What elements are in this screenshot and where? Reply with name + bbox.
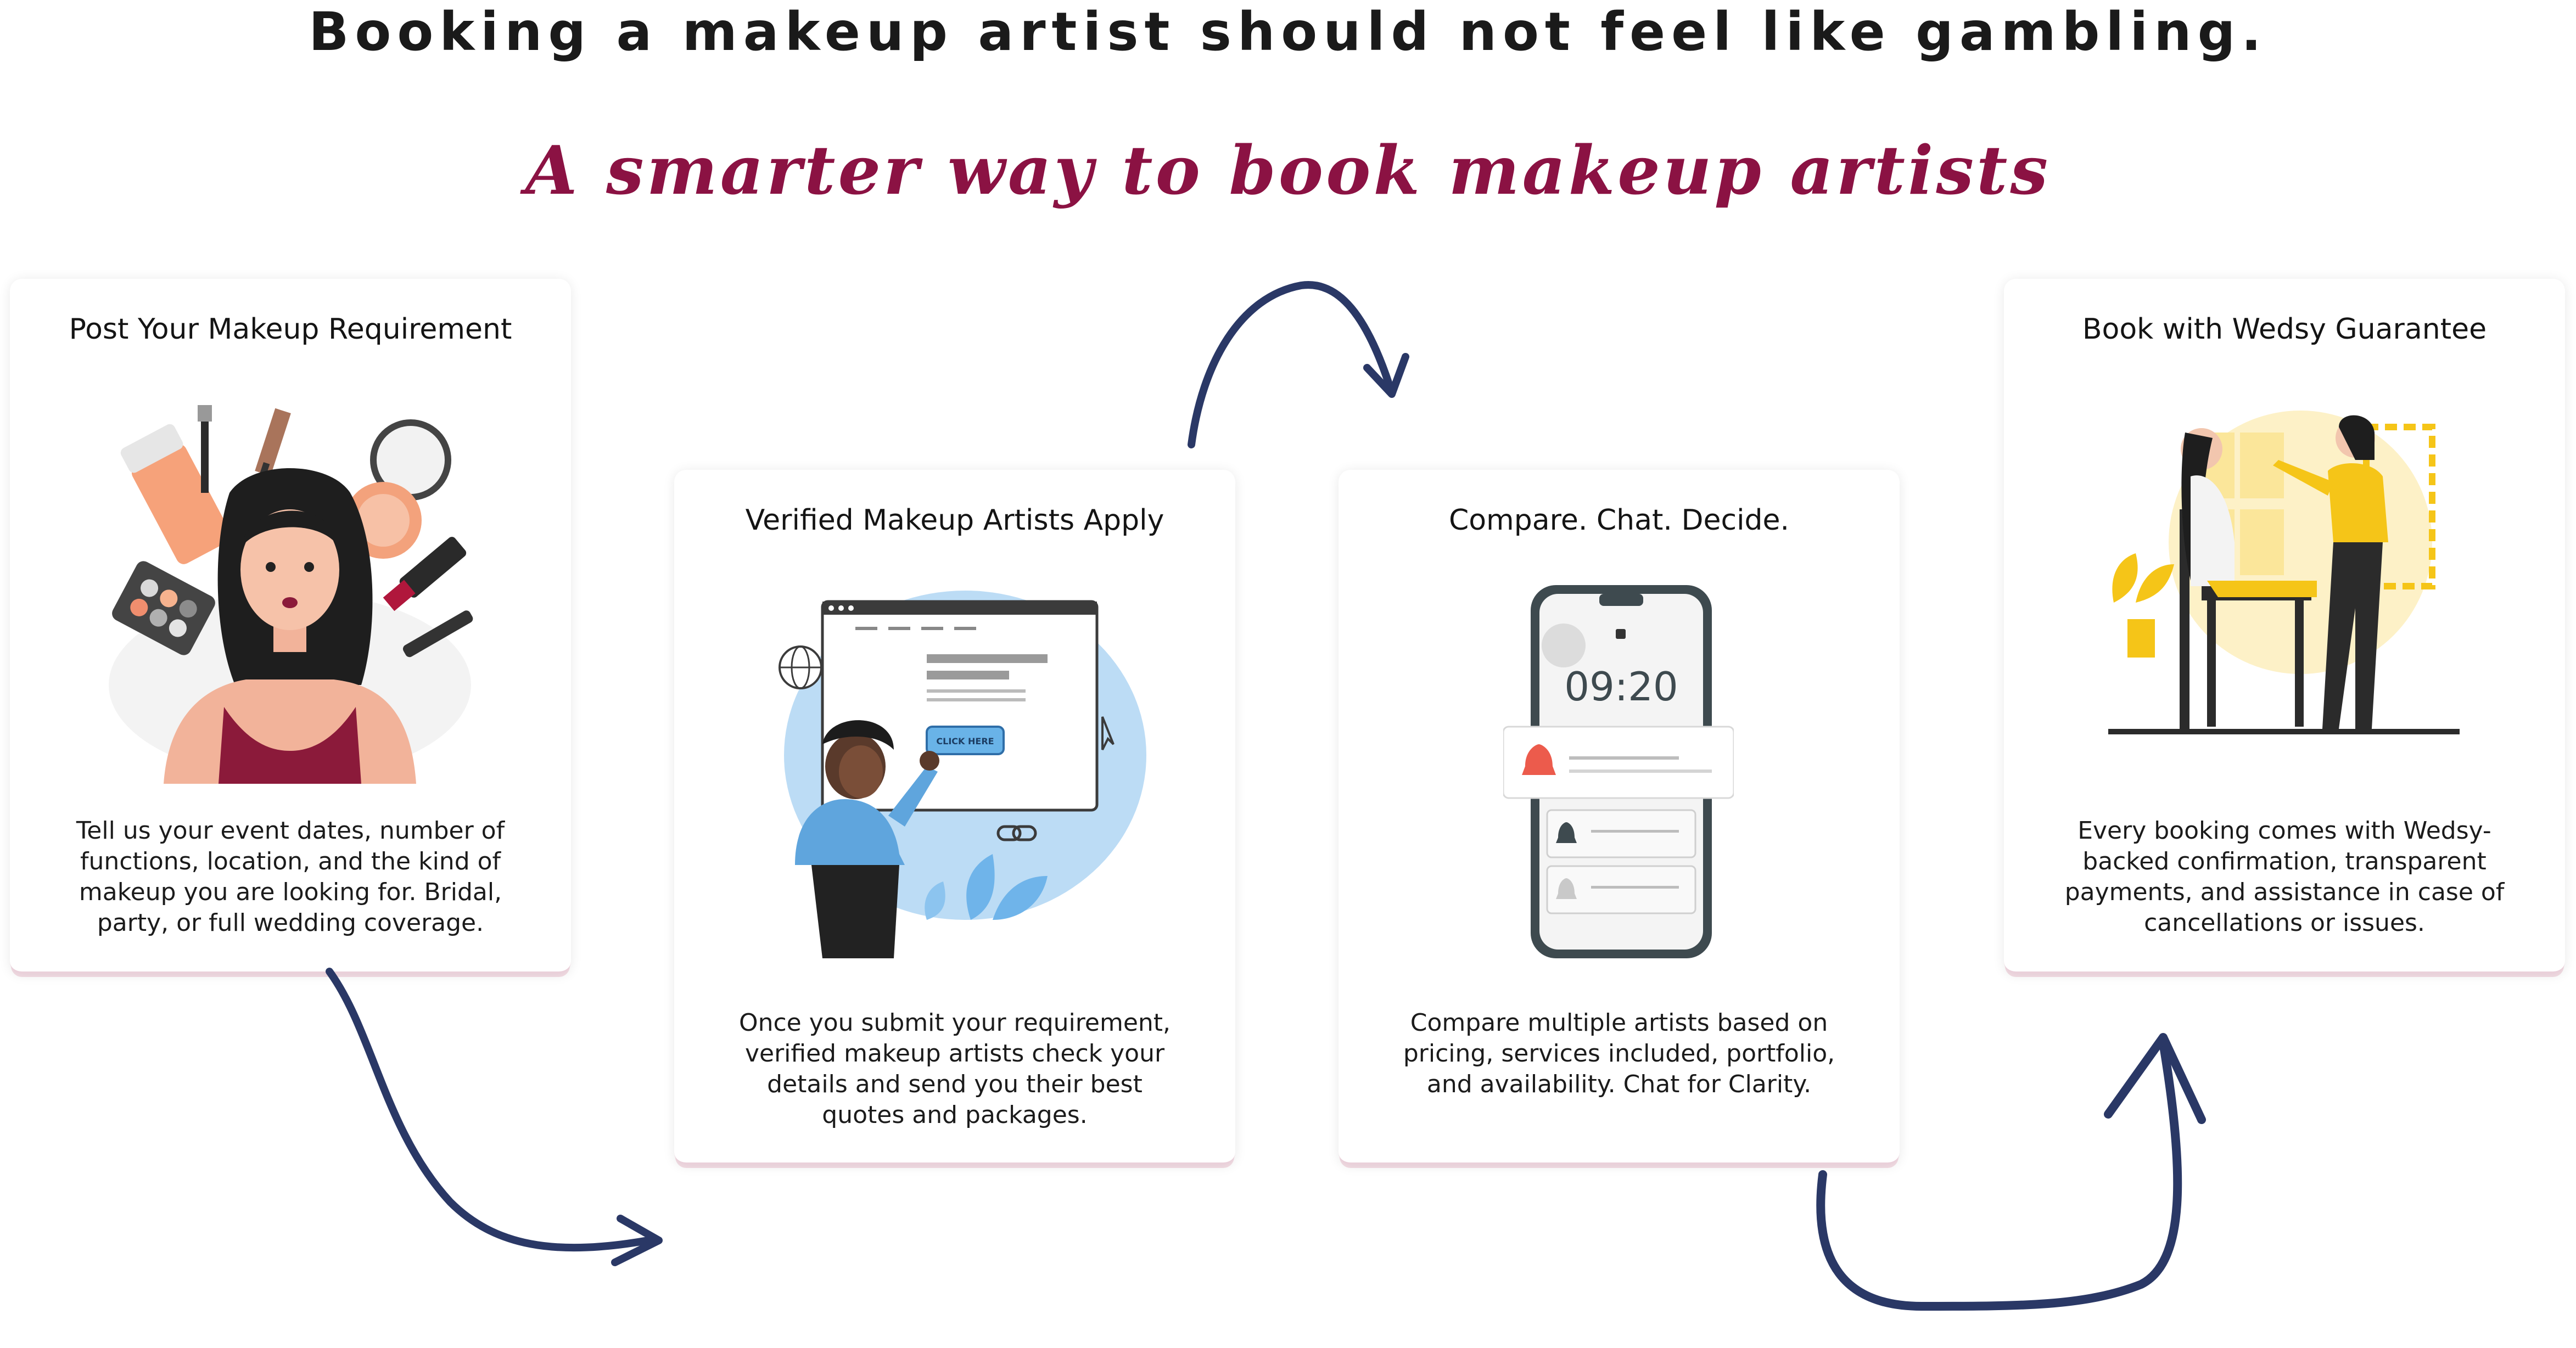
curved-arrow-step3-to-step4 [1816,1033,2206,1311]
step-title: Compare. Chat. Decide. [1448,504,1790,537]
page-headline: Booking a makeup artist should not feel … [309,1,2267,63]
step-title: Book with Wedsy Guarantee [2082,313,2487,346]
phone-clock: 09:20 [1564,664,1678,710]
makeup-woman-illustration [109,405,473,784]
step-title: Post Your Makeup Requirement [69,313,512,346]
step-description: Tell us your event dates, number of func… [76,817,505,937]
makeup-artist-illustration [2108,411,2460,734]
page-tagline: A smarter way to book makeup artists [525,131,2051,210]
curved-arrow-step1-to-step2 [326,968,663,1266]
browser-click-illustration: CLICK HERE [779,591,1146,958]
click-here-button: CLICK HERE [936,736,994,746]
step-card-wedsy-guarantee: Book with Wedsy Guarantee Every booking … [2004,279,2565,974]
step-description: Once you submit your requirement, verifi… [738,1009,1171,1129]
step-description: Every booking comes with Wedsy-backed co… [2064,817,2505,937]
step-card-post-requirement: Post Your Makeup Requirement [10,279,571,974]
curved-arrow-step2-to-step3 [1188,281,1409,448]
step-card-artists-apply: Verified Makeup Artists Apply CLICK HERE [674,470,1235,1165]
step-description: Compare multiple artists based on pricin… [1403,1009,1835,1098]
phone-notification-illustration: 09:20 [1503,585,1734,958]
step-title: Verified Makeup Artists Apply [745,504,1164,537]
step-card-compare-chat: Compare. Chat. Decide. 09:20 Compare mul… [1339,470,1900,1165]
